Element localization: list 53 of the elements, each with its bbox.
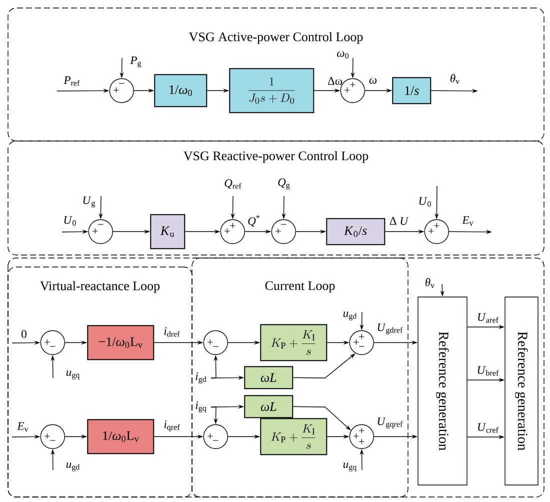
edge-label: P$_{ref}$ <box>64 76 80 86</box>
edge-label: u$_{gq}$ <box>343 462 356 472</box>
edge-label: P$_{g}$ <box>130 56 142 68</box>
edge-label: U$_{gqref}$ <box>378 417 403 429</box>
summing-junction: + − <box>203 424 228 449</box>
edge-label: U$_{g}$ <box>83 196 96 208</box>
block: K$_{u}$ <box>150 214 186 250</box>
block: $\frac{1}{J_0 s+D_0}$ <box>229 68 314 114</box>
block: Reference generation <box>504 296 538 486</box>
edge-label: Q$_{g}$ <box>278 178 290 190</box>
edge-label: u$_{gd}$ <box>66 462 80 472</box>
block: K$_{0}$/s <box>326 218 386 246</box>
edge-label: Q$_{ref}$ <box>224 179 242 189</box>
edge-label: i$_{qref}$ <box>164 420 180 432</box>
edge-label: θ$_{v}$ <box>450 74 460 84</box>
block: ωL <box>244 395 294 418</box>
edge-label: U$_{bref}$ <box>478 366 499 376</box>
summing-junction: + − <box>271 219 296 244</box>
edge-label: u$_{gq}$ <box>66 370 80 380</box>
edge-label: Δ U <box>390 217 409 225</box>
edge-label: θ$_{v}$ <box>425 278 435 288</box>
edge-label: Δω <box>328 77 342 85</box>
edge-label: u$_{gd}$ <box>343 312 357 320</box>
edge-label: Q$^{*}$ <box>248 215 260 227</box>
block: ωL <box>244 366 294 390</box>
edge-label: U$_{0}$ <box>64 216 76 226</box>
edge-label: U$_{aref}$ <box>478 313 498 323</box>
edge-label: ω <box>369 78 377 84</box>
summing-junction: + + + <box>349 424 374 449</box>
summing-junction: + − <box>40 330 65 355</box>
edge-label: U$_{0}$ <box>419 197 431 207</box>
edge-label: i$_{dref}$ <box>164 327 180 337</box>
edge-label: ω$_{0}$ <box>337 51 349 59</box>
edge-label: 0 <box>22 330 26 338</box>
block: 1/ω$_{0}$L$_{v}$ <box>87 419 154 454</box>
summing-junction: + + <box>424 219 449 244</box>
summing-junction: + + − <box>349 330 374 355</box>
summing-junction: + − <box>88 219 113 244</box>
edge-label: U$_{cref}$ <box>478 423 498 433</box>
edge-label: E$_{v}$ <box>462 216 474 226</box>
edge-label: E$_{v}$ <box>17 422 28 432</box>
block: 1/s <box>392 77 432 104</box>
summing-junction: + − <box>109 78 134 103</box>
block: Reference generation <box>418 296 468 486</box>
summing-junction: + − <box>40 424 65 449</box>
block: 1/ω$_{0}$ <box>154 74 208 108</box>
block: −1/ω$_{0}$L$_{v}$ <box>87 325 154 360</box>
edge-label: i$_{gq}$ <box>196 401 206 413</box>
summing-junction: + + <box>220 219 245 244</box>
block: $K_{\mathrm{P}}+\frac{K_{\mathrm{I}}}{s}$ <box>260 324 328 362</box>
summing-junction: + − <box>203 330 228 355</box>
edge-label: i$_{gd}$ <box>196 372 206 384</box>
edge-label: U$_{gdref}$ <box>378 323 403 335</box>
